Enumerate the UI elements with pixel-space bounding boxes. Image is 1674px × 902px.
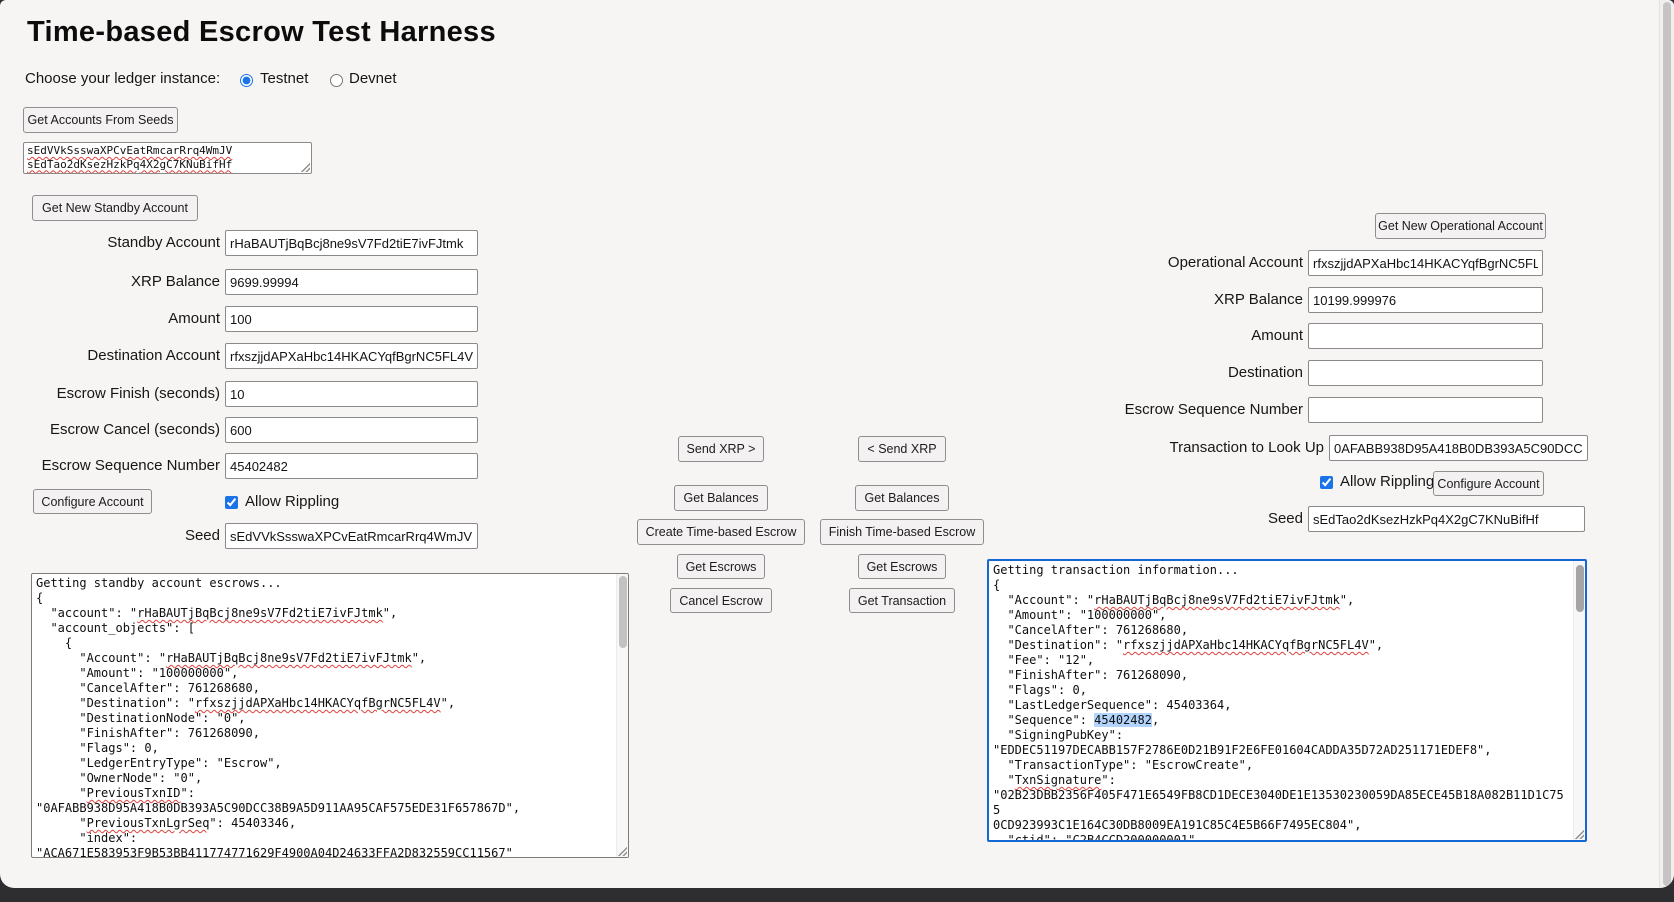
operational-get-escrows-button[interactable]: Get Escrows	[857, 554, 947, 579]
testnet-radio[interactable]	[240, 74, 253, 87]
transaction-result-text: Getting transaction information... { "Ac…	[993, 563, 1564, 842]
testnet-radio-label[interactable]: Testnet	[260, 70, 309, 87]
cancel-escrow-button[interactable]: Cancel Escrow	[670, 588, 772, 613]
operational-destination-field[interactable]	[1308, 360, 1543, 386]
operational-escrow-sequence-number-field[interactable]	[1308, 397, 1543, 423]
seeds-textarea[interactable]: sEdVVkSsswaXPCvEatRmcarRrq4WmJV sEdTao2d…	[23, 142, 312, 174]
scrollbar-track[interactable]	[616, 574, 628, 857]
operational-seed-label: Seed	[1267, 510, 1303, 527]
standby-actions-column: Send XRP > Get Balances Create Time-base…	[635, 436, 807, 613]
operational-allow-rippling-label: Allow Rippling	[1340, 473, 1435, 490]
get-new-operational-account-button[interactable]: Get New Operational Account	[1375, 213, 1546, 239]
standby-amount-label: Amount	[168, 310, 220, 327]
page-scrollbar-thumb[interactable]	[1663, 2, 1671, 886]
create-time-based-escrow-button[interactable]: Create Time-based Escrow	[636, 519, 806, 545]
standby-allow-rippling-checkbox[interactable]	[225, 496, 238, 509]
finish-time-based-escrow-button[interactable]: Finish Time-based Escrow	[819, 519, 985, 545]
standby-seed-label: Seed	[184, 527, 220, 544]
escrow-finish-seconds-field[interactable]	[225, 381, 478, 407]
operational-destination-label: Destination	[1227, 364, 1303, 381]
standby-xrp-balance-label: XRP Balance	[131, 273, 220, 290]
standby-get-escrows-button[interactable]: Get Escrows	[676, 554, 766, 579]
operational-actions-column: < Send XRP Get Balances Finish Time-base…	[816, 436, 988, 613]
standby-allow-rippling-label: Allow Rippling	[245, 493, 340, 510]
scrollbar-track[interactable]	[1573, 561, 1585, 840]
operational-seed-field[interactable]	[1308, 506, 1585, 532]
standby-destination-account-field[interactable]	[225, 343, 478, 369]
standby-seed-field[interactable]	[225, 523, 478, 549]
resize-grip[interactable]	[299, 161, 310, 172]
operational-amount-field[interactable]	[1308, 323, 1543, 349]
standby-xrp-balance-field[interactable]	[225, 269, 478, 295]
transaction-to-look-up-field[interactable]	[1329, 435, 1588, 461]
operational-xrp-balance-label: XRP Balance	[1214, 291, 1303, 308]
get-transaction-button[interactable]: Get Transaction	[848, 588, 956, 613]
operational-xrp-balance-field[interactable]	[1308, 287, 1543, 313]
devnet-radio-label[interactable]: Devnet	[349, 70, 397, 87]
operational-escrow-sequence-number-label: Escrow Sequence Number	[1124, 401, 1303, 418]
send-xrp-to-operational-button[interactable]: Send XRP >	[677, 436, 765, 462]
standby-escrow-sequence-number-label: Escrow Sequence Number	[41, 457, 220, 474]
transaction-result-textarea[interactable]: Getting transaction information... { "Ac…	[987, 559, 1587, 842]
transaction-to-look-up-label: Transaction to Look Up	[1169, 439, 1324, 456]
escrow-finish-seconds-label: Escrow Finish (seconds)	[56, 385, 220, 402]
escrow-cancel-seconds-field[interactable]	[225, 417, 478, 443]
scrollbar-thumb[interactable]	[1576, 565, 1584, 612]
standby-result-textarea[interactable]: Getting standby account escrows... { "ac…	[31, 573, 629, 858]
get-new-standby-account-button[interactable]: Get New Standby Account	[32, 195, 198, 221]
standby-account-field[interactable]	[225, 230, 478, 256]
resize-grip[interactable]	[616, 845, 627, 856]
devnet-radio[interactable]	[330, 74, 343, 87]
operational-account-label: Operational Account	[1167, 254, 1303, 271]
standby-result-text: Getting standby account escrows... { "ac…	[36, 576, 521, 858]
standby-account-label: Standby Account	[107, 234, 220, 251]
send-xrp-to-standby-button[interactable]: < Send XRP	[858, 436, 946, 462]
standby-escrow-sequence-number-field[interactable]	[225, 453, 478, 479]
standby-destination-account-label: Destination Account	[87, 347, 220, 364]
page-title: Time-based Escrow Test Harness	[27, 16, 496, 48]
operational-configure-account-button[interactable]: Configure Account	[1433, 471, 1544, 496]
resize-grip[interactable]	[1573, 828, 1584, 839]
get-accounts-from-seeds-button[interactable]: Get Accounts From Seeds	[23, 107, 178, 133]
standby-get-balances-button[interactable]: Get Balances	[674, 485, 768, 511]
standby-configure-account-button[interactable]: Configure Account	[33, 489, 152, 514]
escrow-cancel-seconds-label: Escrow Cancel (seconds)	[49, 421, 220, 438]
operational-account-field[interactable]	[1308, 250, 1543, 276]
operational-amount-label: Amount	[1251, 327, 1303, 344]
operational-get-balances-button[interactable]: Get Balances	[855, 485, 949, 511]
scrollbar-thumb[interactable]	[619, 576, 627, 648]
standby-amount-field[interactable]	[225, 306, 478, 332]
seeds-textarea-value: sEdVVkSsswaXPCvEatRmcarRrq4WmJV sEdTao2d…	[27, 144, 233, 171]
operational-allow-rippling-checkbox[interactable]	[1320, 476, 1333, 489]
page-scrollbar-track[interactable]	[1659, 0, 1674, 888]
ledger-instance-label: Choose your ledger instance:	[25, 70, 221, 87]
